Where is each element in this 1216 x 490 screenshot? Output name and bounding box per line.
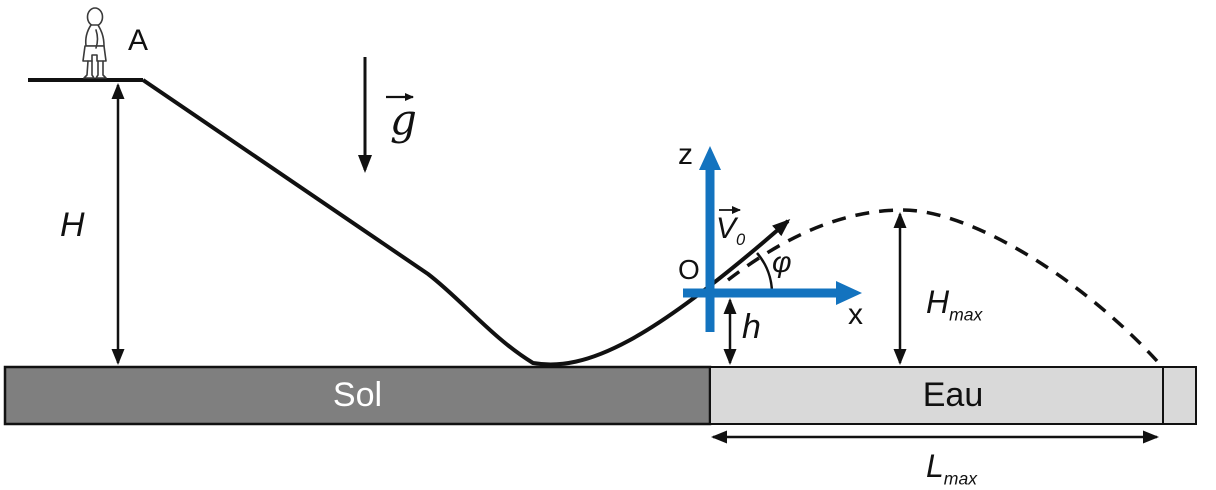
gravity-label: g [390,95,417,144]
slide-curve-v0-arrow [141,78,791,367]
phi-angle-label: φ [772,246,792,279]
z-axis-label: z [678,138,693,171]
z-axis-arrowhead-icon [699,146,721,170]
launch-height-h-label: h [742,308,761,346]
velocity-subscript: 0 [736,231,746,249]
height-H-label: H [60,206,85,244]
point-a-label: A [128,24,149,57]
hmax-label: Hmax [926,286,982,324]
x-axis-label: x [848,298,863,331]
lmax-label: Lmax [926,450,977,488]
velocity-base: V [716,212,737,245]
lmax-base: L [926,448,944,484]
hmax-subscript: max [949,304,983,325]
trajectory-dashed-curve [726,208,1159,363]
origin-label: O [678,254,700,285]
x-axis-arrowhead-icon [836,281,862,305]
hmax-base: H [926,284,950,320]
lmax-subscript: max [943,468,978,489]
person-figure [82,7,107,79]
velocity-v0-label: V0 [716,214,745,249]
ground-bar [3,365,712,426]
water-bar [709,366,1197,425]
